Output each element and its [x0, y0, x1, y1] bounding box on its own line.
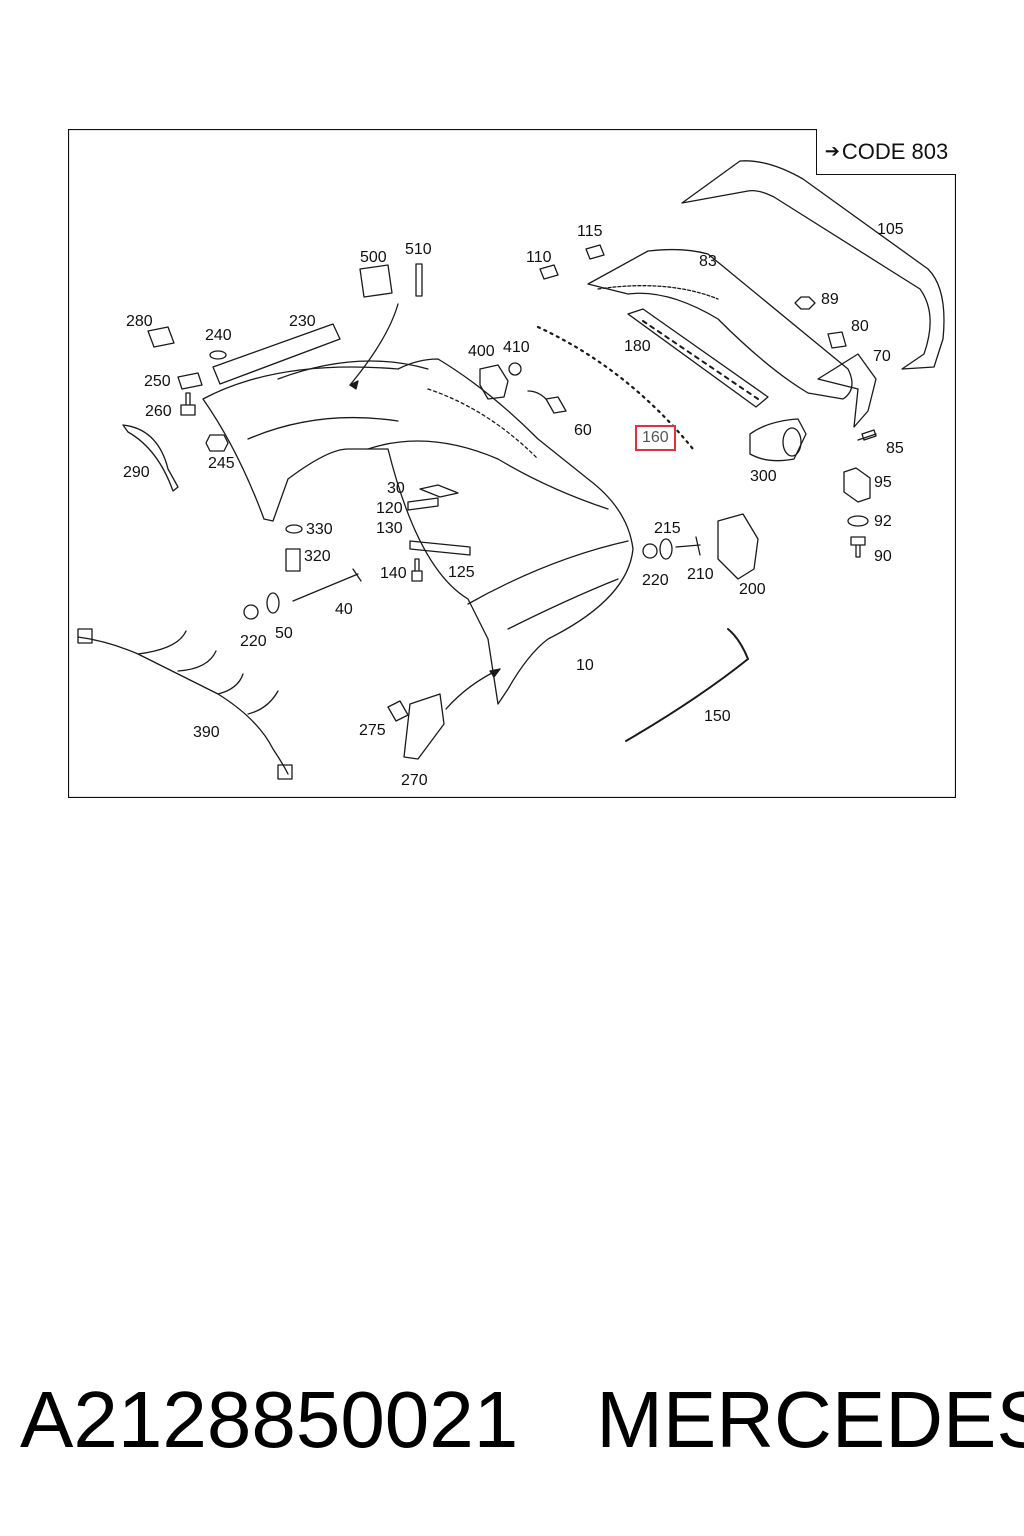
callout-220-b: 220 [240, 633, 267, 650]
callout-400: 400 [468, 343, 495, 360]
part-30 [419, 484, 459, 498]
callout-10: 10 [576, 657, 594, 674]
callout-330: 330 [306, 521, 333, 538]
callout-270: 270 [401, 772, 428, 789]
part-400 [479, 364, 509, 400]
part-250 [177, 372, 203, 390]
part-320 [285, 548, 301, 572]
callout-220-a: 220 [642, 572, 669, 589]
part-140 [411, 558, 423, 582]
callout-260: 260 [145, 403, 172, 420]
callout-85: 85 [886, 440, 904, 457]
part-330 [285, 524, 303, 534]
part-290 [122, 424, 179, 492]
callout-30: 30 [387, 480, 405, 497]
callout-180: 180 [624, 338, 651, 355]
part-number: A2128850021 [20, 1375, 519, 1464]
part-92 [847, 515, 869, 527]
callout-95: 95 [874, 474, 892, 491]
part-10-bumper [202, 358, 634, 705]
part-510 [415, 263, 423, 297]
part-83-panel [587, 248, 853, 400]
callout-83: 83 [699, 253, 717, 270]
callout-125: 125 [448, 564, 475, 581]
callout-290: 290 [123, 464, 150, 481]
part-275 [387, 700, 409, 722]
part-115 [585, 244, 605, 260]
callout-70: 70 [873, 348, 891, 365]
code-803-box: ➔ CODE 803 [816, 129, 956, 175]
part-110 [539, 264, 559, 280]
code-label: CODE 803 [841, 138, 949, 164]
part-89 [794, 296, 816, 310]
callout-200: 200 [739, 581, 766, 598]
callout-320: 320 [304, 548, 331, 565]
callout-90: 90 [874, 548, 892, 565]
callout-410: 410 [503, 339, 530, 356]
callout-150: 150 [704, 708, 731, 725]
callout-50: 50 [275, 625, 293, 642]
part-280 [147, 326, 175, 348]
callout-130: 130 [376, 520, 403, 537]
part-230 [212, 323, 341, 385]
callout-390: 390 [193, 724, 220, 741]
callout-40: 40 [335, 601, 353, 618]
brand-name: MERCEDES [596, 1375, 1024, 1464]
part-40 [292, 568, 362, 602]
callout-510: 510 [405, 241, 432, 258]
callout-250: 250 [144, 373, 171, 390]
part-50 [266, 592, 280, 614]
callout-215: 215 [654, 520, 681, 537]
arrow-right-icon: ➔ [824, 141, 840, 161]
part-105-trim [681, 160, 945, 370]
callout-500: 500 [360, 249, 387, 266]
part-390 [77, 630, 289, 775]
callout-230: 230 [289, 313, 316, 330]
callout-300: 300 [750, 468, 777, 485]
bumper-exploded-view [68, 129, 956, 798]
part-160-strip [536, 325, 695, 451]
callout-280: 280 [126, 313, 153, 330]
callout-240: 240 [205, 327, 232, 344]
part-70 [817, 353, 877, 428]
part-220-a [642, 543, 658, 559]
callout-110: 110 [526, 249, 552, 266]
part-120 [407, 497, 439, 511]
part-220-b [243, 604, 259, 620]
part-200 [717, 513, 759, 580]
part-410 [508, 362, 522, 376]
callout-275: 275 [359, 722, 386, 739]
part-240 [209, 350, 227, 360]
callout-92: 92 [874, 513, 892, 530]
part-215 [659, 538, 673, 560]
part-500 [359, 264, 393, 298]
part-60 [545, 396, 567, 414]
part-95 [843, 467, 871, 503]
parts-diagram: ➔ CODE 803 105 83 115 110 500 510 89 80 … [68, 129, 956, 798]
diagram-border [68, 129, 956, 798]
part-180-strip [627, 308, 769, 408]
part-130 [409, 540, 471, 556]
part-150 [625, 628, 749, 742]
part-90 [850, 536, 866, 558]
callout-120: 120 [376, 500, 403, 517]
part-300 [749, 418, 807, 462]
callout-115: 115 [577, 223, 603, 240]
callout-60: 60 [574, 422, 592, 439]
callout-80: 80 [851, 318, 869, 335]
part-245 [205, 434, 229, 452]
callout-245: 245 [208, 455, 235, 472]
part-80 [827, 331, 847, 349]
footer-caption: A2128850021 MERCEDES [20, 1370, 1024, 1470]
part-270 [403, 693, 445, 760]
callout-140: 140 [380, 565, 407, 582]
callout-105: 105 [877, 221, 904, 238]
part-210 [675, 536, 701, 556]
callout-160-highlighted: 160 [635, 425, 676, 451]
part-260 [180, 392, 196, 416]
callout-210: 210 [687, 566, 714, 583]
callout-89: 89 [821, 291, 839, 308]
